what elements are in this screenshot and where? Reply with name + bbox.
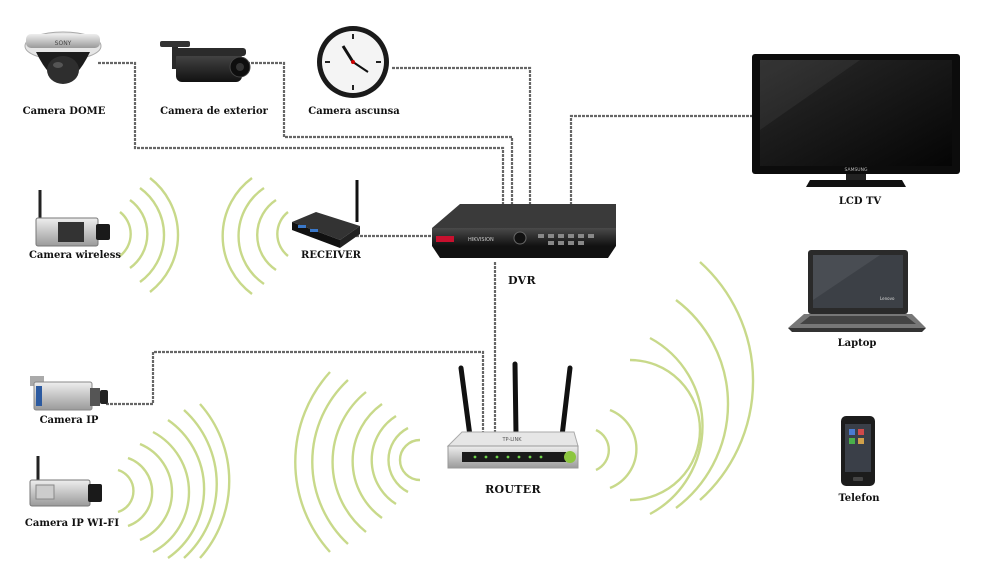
dvr-brand-text: HIKVISION bbox=[468, 237, 494, 243]
label-camera-hidden: Camera ascunsa bbox=[308, 106, 400, 117]
label-router: ROUTER bbox=[485, 483, 541, 496]
signal-router-left bbox=[294, 371, 421, 553]
router-brand-text: TP-LINK bbox=[501, 437, 522, 443]
clock-icon bbox=[317, 26, 389, 98]
camera-wireless-icon bbox=[35, 190, 110, 247]
camera-dome-icon: SONY bbox=[24, 31, 102, 84]
label-laptop: Laptop bbox=[837, 338, 877, 349]
cable-dome-dvr bbox=[98, 61, 505, 205]
cable-ipcam-router bbox=[106, 350, 485, 438]
dvr-icon: HIKVISION bbox=[432, 204, 616, 258]
label-camera-ip: Camera IP bbox=[39, 415, 99, 426]
label-dvr: DVR bbox=[508, 274, 536, 287]
router-icon: TP-LINK bbox=[446, 361, 579, 469]
tv-brand-text: SAMSUNG bbox=[845, 167, 868, 173]
phone-icon bbox=[841, 416, 875, 486]
label-camera-wireless: Camera wireless bbox=[28, 250, 122, 261]
label-camera-ip-wifi: Camera IP WI-FI bbox=[24, 518, 120, 529]
cable-exterior-dvr bbox=[243, 61, 514, 205]
signal-receiver bbox=[221, 177, 289, 295]
dome-brand-text: SONY bbox=[55, 40, 72, 47]
wifi-signals bbox=[117, 177, 755, 559]
cable-clock-dvr bbox=[392, 66, 532, 205]
label-camera-exterior: Camera de exterior bbox=[160, 106, 268, 117]
camera-ip-wifi-icon bbox=[29, 456, 102, 507]
cable-tv-dvr bbox=[569, 114, 757, 205]
receiver-icon bbox=[292, 180, 360, 248]
label-lcd-tv: LCD TV bbox=[838, 196, 882, 207]
label-camera-dome: Camera DOME bbox=[22, 106, 106, 117]
signal-router-right bbox=[595, 261, 755, 516]
label-telefon: Telefon bbox=[838, 493, 880, 504]
cable-lines bbox=[98, 61, 757, 438]
signal-camera-ip-wifi bbox=[117, 403, 231, 559]
laptop-icon: Lenovo bbox=[788, 250, 926, 332]
signal-camera-wireless bbox=[119, 177, 180, 293]
lcd-tv-icon: SAMSUNG bbox=[752, 54, 960, 187]
camera-exterior-icon bbox=[160, 41, 251, 82]
camera-ip-icon bbox=[30, 376, 108, 411]
laptop-brand-text: Lenovo bbox=[880, 296, 895, 301]
label-receiver: RECEIVER bbox=[301, 250, 361, 261]
